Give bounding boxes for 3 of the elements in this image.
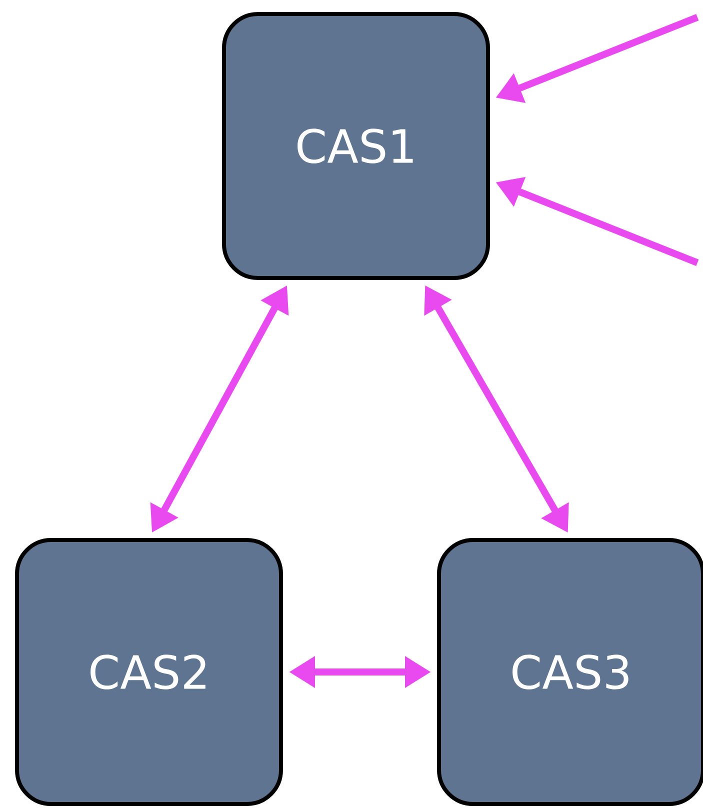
process-box: CAS3 [437, 538, 703, 806]
process-box: CAS1 [222, 12, 490, 280]
process-box: CAS2 [15, 538, 283, 806]
